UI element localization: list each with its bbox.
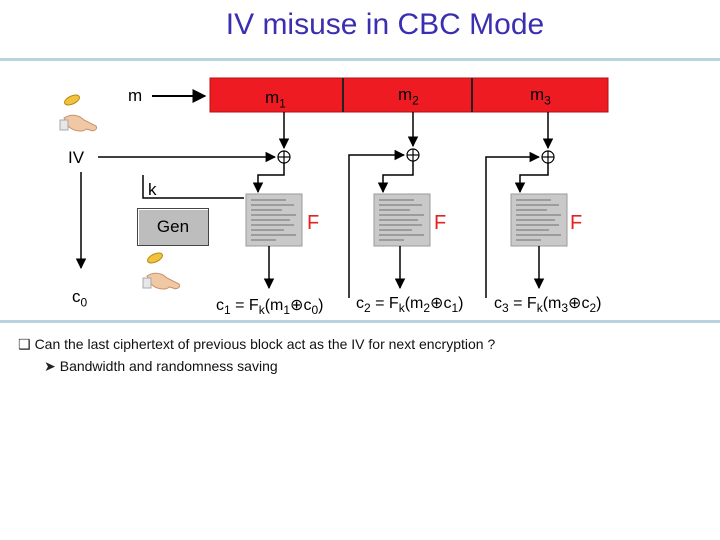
block-cipher-icon — [245, 193, 568, 247]
m1-label: m1 — [265, 88, 286, 111]
page-title: IV misuse in CBC Mode — [225, 8, 545, 41]
f-label-3: F — [570, 212, 583, 234]
xor-icon — [277, 148, 555, 164]
key-label: k — [148, 180, 157, 199]
footnote-answer: ➤Bandwidth and randomness saving — [44, 358, 278, 374]
q-bullet-icon: ❑ — [18, 336, 31, 352]
c0-label: c0 — [72, 287, 88, 310]
bottom-divider — [0, 320, 720, 323]
c1-feedback — [348, 149, 406, 298]
c2-formula: c2 = Fk(m2⊕c1) — [356, 295, 464, 316]
top-divider — [0, 58, 720, 61]
f-label-1: F — [307, 212, 320, 234]
coin-toss-icon — [59, 92, 181, 290]
gen-box: Gen — [137, 208, 209, 246]
c2-feedback — [485, 151, 541, 298]
c3-formula: c3 = Fk(m3⊕c2) — [494, 295, 602, 316]
m-label: m — [128, 86, 143, 105]
footnote-question: ❑Can the last ciphertext of previous blo… — [18, 336, 496, 352]
message-bar — [209, 77, 609, 113]
f-label-2: F — [434, 212, 447, 234]
m3-label: m3 — [530, 85, 551, 108]
c1-formula: c1 = Fk(m1⊕c0) — [216, 297, 324, 318]
iv-label: IV — [68, 148, 85, 167]
arrow-bullet-icon: ➤ — [44, 358, 56, 374]
m2-label: m2 — [398, 85, 419, 108]
